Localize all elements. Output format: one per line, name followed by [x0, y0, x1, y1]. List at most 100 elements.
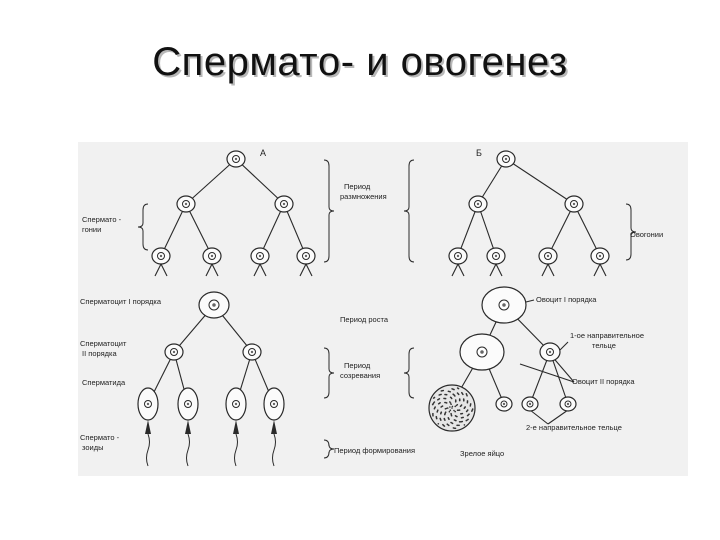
egg-granule: [443, 417, 446, 420]
pointer-line: [559, 341, 569, 351]
egg-granule: [445, 393, 448, 396]
cell-chromatin: [504, 157, 508, 161]
period-formation: Период формирования: [334, 446, 415, 455]
cell-chromatin: [456, 254, 460, 258]
sperm-head: [233, 420, 239, 434]
egg-granule: [437, 409, 439, 412]
egg-granule: [460, 413, 462, 415]
lineage-line: [599, 263, 607, 277]
label-spermatogonia-line2: гонии: [82, 225, 101, 234]
brace-maturation-right: [403, 347, 415, 399]
spermatocyte-1: [198, 291, 230, 319]
spermatogonium: [176, 195, 196, 213]
egg-granule: [469, 405, 472, 407]
egg-granule: [451, 407, 453, 409]
egg-granule: [466, 395, 468, 397]
polar-body-2: [495, 396, 513, 412]
egg-granule: [453, 409, 455, 412]
egg-granule: [437, 423, 440, 425]
cell-chromatin: [250, 350, 254, 354]
period-maturation-line2: созревания: [340, 371, 380, 380]
brace-reproduction-left: [323, 159, 335, 263]
cell-chromatin: [184, 202, 188, 206]
cell-chromatin: [282, 202, 286, 206]
cell-chromatin: [548, 350, 552, 354]
label-oocyte2: Овоцит II порядка: [572, 377, 635, 386]
lineage-line: [547, 263, 555, 277]
spermatogonium-stem: [226, 150, 246, 168]
period-reproduction-line1: Период: [344, 182, 371, 191]
egg-granule: [462, 393, 464, 396]
egg-granule: [450, 412, 452, 415]
spermatogonium: [274, 195, 294, 213]
egg-granule: [433, 401, 436, 403]
lineage-line: [593, 263, 601, 277]
egg-granule: [458, 424, 460, 427]
cell-chromatin: [234, 402, 238, 406]
lineage-line: [235, 158, 285, 205]
label-oogonia: Овогонии: [630, 230, 663, 239]
lineage-line: [259, 263, 267, 277]
cell-chromatin: [528, 402, 532, 406]
egg-granule: [454, 410, 457, 413]
lineage-line: [477, 203, 497, 257]
cell-chromatin: [304, 254, 308, 258]
pointer-line: [519, 363, 575, 383]
egg-granule: [454, 401, 457, 403]
egg-granule: [449, 402, 452, 404]
label-polar-body1-line2: тельце: [592, 341, 616, 350]
sperm-tail: [146, 433, 150, 467]
cell-chromatin: [546, 254, 550, 258]
egg-granule: [471, 410, 473, 412]
egg-granule: [435, 415, 438, 418]
brace-maturation-left: [323, 347, 335, 399]
egg-granule: [454, 415, 457, 417]
lineage-line: [154, 263, 162, 277]
cell-chromatin: [172, 350, 176, 354]
egg-granule: [450, 397, 453, 400]
polar-body-2: [559, 396, 577, 412]
spermatogonium: [151, 247, 171, 265]
egg-granule: [456, 424, 458, 427]
egg-granule: [457, 409, 460, 412]
egg-granule: [440, 393, 442, 396]
spermatid: [225, 387, 247, 421]
lineage-line: [185, 158, 237, 205]
egg-granule: [456, 409, 459, 412]
cell-chromatin: [476, 202, 480, 206]
egg-granule: [439, 402, 441, 404]
label-mature-egg: Зрелое яйцо: [460, 449, 504, 458]
marker-a: А: [260, 148, 266, 158]
pointer-line: [529, 409, 549, 425]
lineage-line: [505, 158, 575, 205]
spermatid: [137, 387, 159, 421]
egg-granule: [463, 400, 465, 402]
egg-granule: [453, 419, 456, 421]
oogonium: [468, 195, 488, 213]
egg-granule: [463, 407, 466, 410]
lineage-line: [451, 263, 459, 277]
cell-chromatin: [146, 402, 150, 406]
polar-body-1: [539, 342, 561, 362]
cells: [137, 150, 610, 432]
lineage-line: [573, 203, 601, 257]
cell-chromatin: [502, 402, 506, 406]
sperm-tail: [186, 433, 190, 467]
egg-granule: [439, 417, 442, 420]
cell-chromatin: [572, 202, 576, 206]
lineage-line: [299, 263, 307, 277]
label-spermatocyte2-line2: II порядка: [82, 349, 117, 358]
label-spermatogonia-line1: Сперматo -: [82, 215, 122, 224]
marker-b: Б: [476, 148, 482, 158]
cell-chromatin: [210, 254, 214, 258]
label-polar-body2: 2-е направительное тельце: [526, 423, 622, 432]
egg-granule: [449, 406, 451, 408]
egg-granule: [447, 417, 450, 419]
diagram-svg: А Б Период размножения Период роста Пери…: [78, 142, 688, 476]
egg-granule: [445, 407, 448, 410]
lineage-line: [305, 263, 313, 277]
lineage-line: [185, 203, 213, 257]
egg-granule: [449, 391, 452, 393]
egg-granule: [458, 421, 461, 423]
egg-granule: [454, 395, 456, 397]
